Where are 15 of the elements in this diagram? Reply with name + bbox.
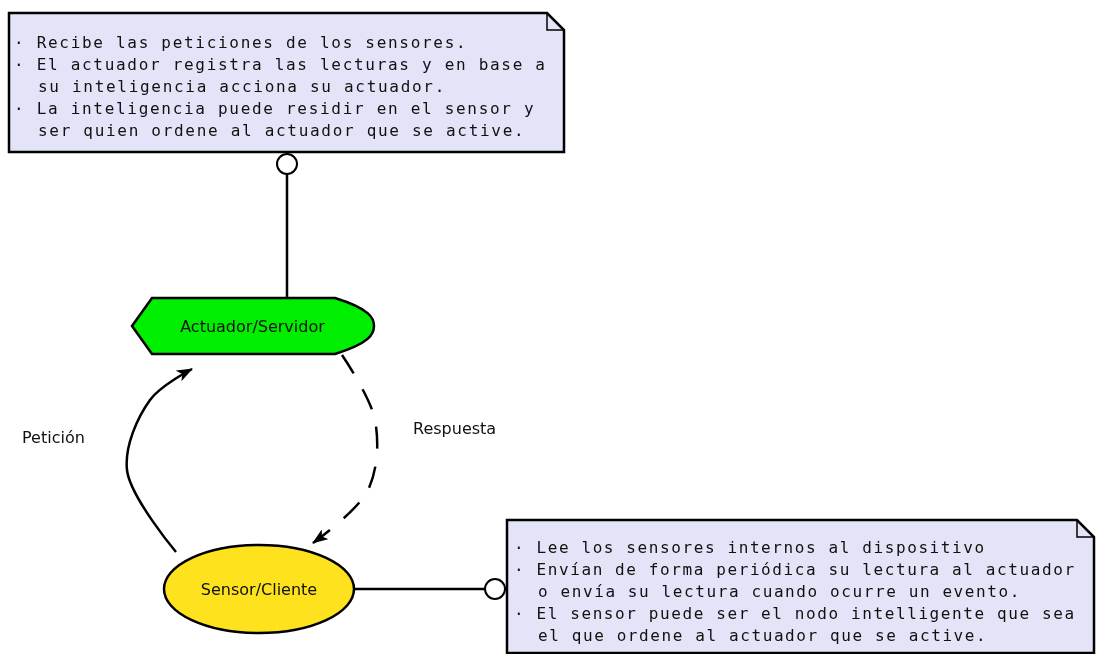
note-text: · La inteligencia puede residir en el sensor y ser quien ordene al actuador que se active. xyxy=(14,98,537,142)
ellipse-node xyxy=(163,544,355,634)
arrow xyxy=(312,354,379,544)
note-text: · El sensor puede ser el nodo intelligente que sea el que ordene al actuador que se active. xyxy=(514,603,1077,647)
process-shape xyxy=(130,297,375,355)
edge-label: Respuesta xyxy=(413,419,497,438)
arrow xyxy=(125,367,193,553)
note-text: · Envían de forma periódica su lectura al actuador o envía su lectura cuando ocurre un evento. xyxy=(514,559,1077,603)
node-label: Sensor/Cliente xyxy=(200,579,318,599)
note-text: · Recibe las peticiones de los sensores. xyxy=(14,32,469,54)
note-text: · El actuador registra las lecturas y en base a su inteligencia acciona su actuador. xyxy=(14,54,548,98)
note-text: · Lee los sensores internos al dispositivo xyxy=(514,537,987,559)
note-box xyxy=(506,519,1095,654)
node-label: Actuador/Servidor xyxy=(180,316,325,336)
note-box xyxy=(8,12,565,153)
